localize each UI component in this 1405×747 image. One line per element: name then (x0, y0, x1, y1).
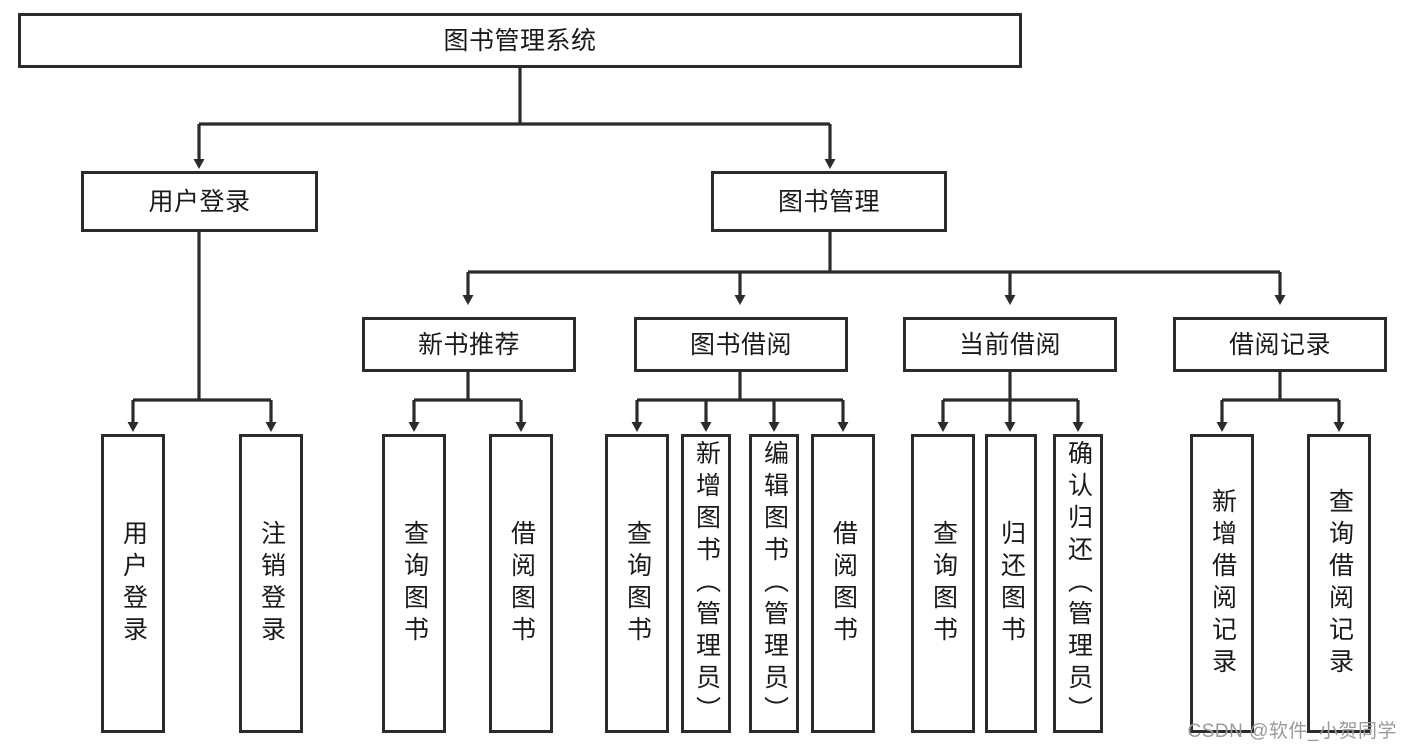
leaf-query-book-recommendation[interactable]: 查询图书 (382, 434, 446, 733)
leaf-add-borrowing-record[interactable]: 新增借阅记录 (1190, 434, 1254, 733)
node-label: 新书推荐 (417, 330, 520, 359)
node-label: 借阅图书 (829, 519, 858, 648)
leaf-query-borrowing-record[interactable]: 查询借阅记录 (1307, 434, 1371, 733)
node-book-management[interactable]: 图书管理 (711, 171, 947, 232)
node-label: 借阅记录 (1228, 330, 1331, 359)
leaf-add-book-admin[interactable]: 新增图书（管理员） (681, 434, 731, 733)
watermark: CSDN @软件_小贺同学 (1187, 721, 1397, 742)
node-label: 图书管理 (777, 187, 880, 216)
leaf-user-login[interactable]: 用户登录 (101, 434, 165, 733)
node-label: 新增图书（管理员） (692, 439, 721, 728)
node-label: 查询图书 (929, 519, 958, 648)
leaf-query-book-borrowing[interactable]: 查询图书 (605, 434, 669, 733)
node-label: 新增借阅记录 (1208, 487, 1237, 680)
leaf-borrow-book-borrowing[interactable]: 借阅图书 (811, 434, 875, 733)
node-user-login[interactable]: 用户登录 (81, 171, 318, 232)
node-root-book-management-system[interactable]: 图书管理系统 (18, 13, 1022, 68)
node-label: 用户登录 (148, 187, 251, 216)
leaf-confirm-return-admin[interactable]: 确认归还（管理员） (1053, 434, 1103, 733)
leaf-logout[interactable]: 注销登录 (239, 434, 303, 733)
node-label: 确认归还（管理员） (1064, 439, 1093, 728)
node-label: 当前借阅 (958, 330, 1061, 359)
node-label: 用户登录 (119, 519, 148, 648)
node-label: 图书管理系统 (443, 26, 597, 55)
node-label: 注销登录 (257, 519, 286, 648)
node-label: 查询图书 (623, 519, 652, 648)
leaf-return-book[interactable]: 归还图书 (985, 434, 1037, 733)
leaf-query-book-current[interactable]: 查询图书 (911, 434, 975, 733)
node-label: 编辑图书（管理员） (760, 439, 789, 728)
leaf-borrow-book-recommendation[interactable]: 借阅图书 (489, 434, 553, 733)
node-label: 查询借阅记录 (1325, 487, 1354, 680)
node-new-book-recommendation[interactable]: 新书推荐 (362, 317, 576, 372)
node-current-borrowing[interactable]: 当前借阅 (903, 317, 1117, 372)
node-borrowing-records[interactable]: 借阅记录 (1173, 317, 1387, 372)
node-label: 图书借阅 (689, 330, 792, 359)
node-book-borrowing[interactable]: 图书借阅 (634, 317, 848, 372)
node-label: 查询图书 (400, 519, 429, 648)
leaf-edit-book-admin[interactable]: 编辑图书（管理员） (749, 434, 799, 733)
node-label: 归还图书 (997, 519, 1026, 648)
node-label: 借阅图书 (507, 519, 536, 648)
